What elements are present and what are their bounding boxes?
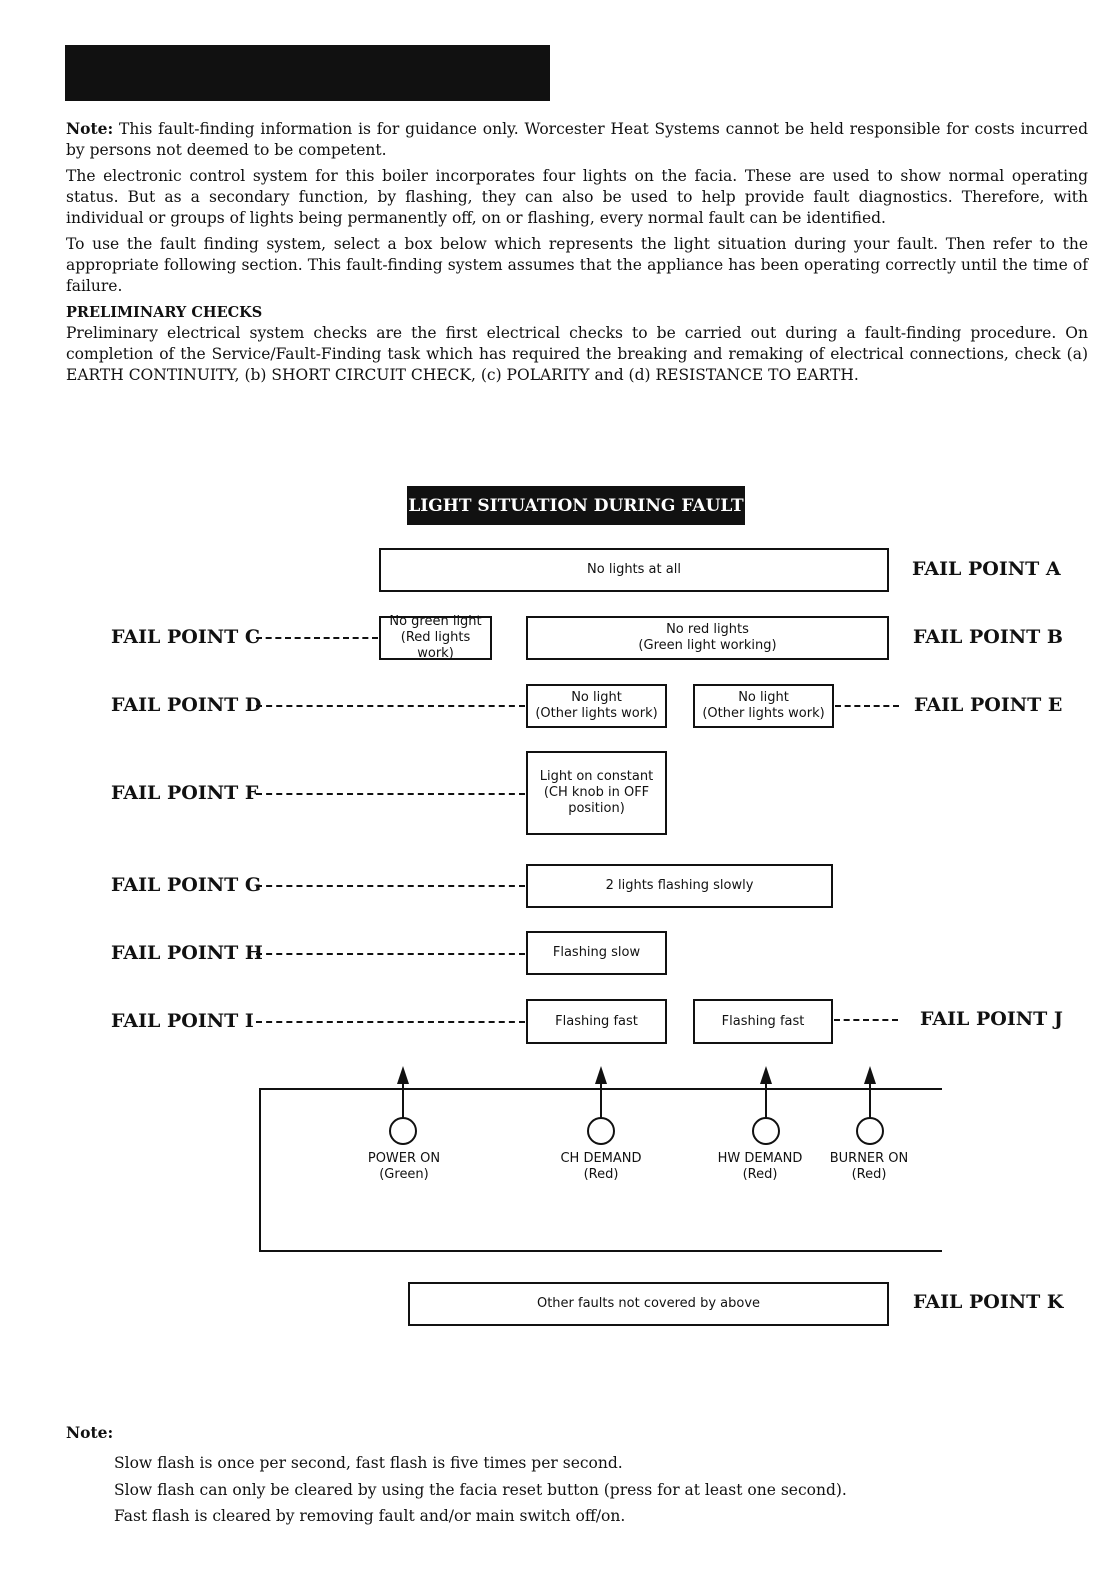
box-no-lights-text: No lights at all [587, 562, 681, 577]
note-line: Slow flash is once per second, fast flas… [114, 1454, 623, 1472]
notes-heading: Note: [66, 1423, 114, 1442]
leader-line-f [256, 793, 525, 795]
light-label-power-on: POWER ON (Green) [344, 1151, 464, 1183]
note-line: Fast flash is cleared by removing fault … [114, 1507, 626, 1525]
box-flashing-fast-i: Flashing fast [526, 999, 667, 1044]
light-burner-on [856, 1066, 884, 1145]
box-other-faults-text: Other faults not covered by above [536, 1296, 761, 1311]
fail-point-i: FAIL POINT I [111, 1010, 254, 1032]
light-label-ch-demand: CH DEMAND (Red) [541, 1151, 661, 1183]
arrow-up-icon [595, 1066, 607, 1084]
prelim-text: Preliminary electrical system checks are… [66, 324, 1088, 384]
light-circle-icon [587, 1117, 615, 1145]
light-color: (Green) [379, 1167, 429, 1182]
light-color: (Red) [851, 1167, 887, 1182]
box-no-green-light: No green light (Red lights work) [379, 614, 492, 661]
note-label: Note: [66, 119, 114, 138]
fail-point-b: FAIL POINT B [913, 626, 1063, 648]
box-no-light-e: No light (Other lights work) [693, 684, 834, 728]
light-name: POWER ON [367, 1151, 441, 1166]
box-flashing-slow: Flashing slow [526, 931, 667, 975]
box-two-slow-text: 2 lights flashing slowly [605, 878, 754, 893]
light-ch-demand [587, 1066, 615, 1145]
box-flash-slow-text: Flashing slow [552, 945, 641, 960]
arrow-up-icon [864, 1066, 876, 1084]
fail-point-h: FAIL POINT H [111, 942, 263, 964]
box-constant-line-1: Light on constant [539, 769, 654, 784]
light-circle-icon [752, 1117, 780, 1145]
note-line: Slow flash can only be cleared by using … [114, 1480, 847, 1499]
notes-section: Note: Slow flash is once per second, fas… [66, 1423, 966, 1530]
light-hw-demand [752, 1066, 780, 1145]
box-constant-line-2: (CH knob in OFF [543, 785, 650, 800]
box-no-light-d-line-1: No light [571, 690, 622, 705]
box-no-red-line-1: No red lights [666, 622, 749, 637]
intro-paragraph-2: The electronic control system for this b… [66, 167, 1088, 227]
fail-point-d: FAIL POINT D [111, 694, 262, 716]
box-no-red-line-2: (Green light working) [638, 638, 777, 653]
fail-point-f: FAIL POINT F [111, 782, 259, 804]
light-label-burner-on: BURNER ON (Red) [809, 1151, 929, 1183]
box-light-on-constant: Light on constant (CH knob in OFF positi… [526, 751, 667, 835]
box-flashing-fast-j: Flashing fast [693, 999, 833, 1044]
fail-point-e: FAIL POINT E [914, 694, 1063, 716]
light-color: (Red) [742, 1167, 778, 1182]
box-no-green-line-2: (Red lights work) [400, 630, 471, 661]
leader-line-j [834, 1019, 898, 1021]
box-no-light-d: No light (Other lights work) [526, 684, 667, 728]
light-name: HW DEMAND [717, 1151, 803, 1166]
prelim-heading: PRELIMINARY CHECKS [66, 304, 263, 321]
light-label-hw-demand: HW DEMAND (Red) [700, 1151, 820, 1183]
box-other-faults: Other faults not covered by above [408, 1282, 889, 1326]
leader-line-c [256, 637, 378, 639]
box-flash-fast-i-text: Flashing fast [555, 1013, 638, 1029]
intro-note: Note: This fault-finding information is … [66, 118, 1088, 161]
fail-point-j: FAIL POINT J [920, 1008, 1063, 1030]
light-name: BURNER ON [829, 1151, 909, 1166]
box-no-light-e-line-2: (Other lights work) [702, 706, 825, 721]
leader-line-e [835, 705, 899, 707]
box-two-lights-slow: 2 lights flashing slowly [526, 864, 833, 908]
arrow-up-icon [760, 1066, 772, 1084]
light-power-on [389, 1066, 417, 1145]
box-no-light-e-line-1: No light [738, 690, 789, 705]
diagram-title: LIGHT SITUATION DURING FAULT [407, 486, 745, 525]
box-no-red-lights: No red lights (Green light working) [526, 616, 889, 660]
box-flash-fast-j-text: Flashing fast [721, 1013, 805, 1029]
light-name: CH DEMAND [560, 1151, 642, 1166]
note-text: This fault-finding information is for gu… [66, 120, 1088, 159]
arrow-up-icon [397, 1066, 409, 1084]
leader-line-d [256, 705, 525, 707]
box-no-green-line-1: No green light [389, 614, 482, 629]
fail-point-g: FAIL POINT G [111, 874, 262, 896]
fail-point-a: FAIL POINT A [912, 558, 1061, 580]
section-header-bar [65, 45, 550, 101]
light-circle-icon [389, 1117, 417, 1145]
box-constant-line-3: position) [568, 801, 625, 816]
box-no-light-d-line-2: (Other lights work) [535, 706, 658, 721]
light-color: (Red) [583, 1167, 619, 1182]
leader-line-g [256, 885, 525, 887]
leader-line-i [256, 1021, 525, 1023]
light-circle-icon [856, 1117, 884, 1145]
leader-line-h [256, 953, 525, 955]
fail-point-c: FAIL POINT C [111, 626, 260, 648]
intro-paragraph-3: To use the fault finding system, select … [66, 235, 1088, 295]
intro-text: Note: This fault-finding information is … [66, 118, 1088, 391]
fail-point-k: FAIL POINT K [913, 1291, 1064, 1313]
box-no-lights: No lights at all [379, 548, 889, 592]
